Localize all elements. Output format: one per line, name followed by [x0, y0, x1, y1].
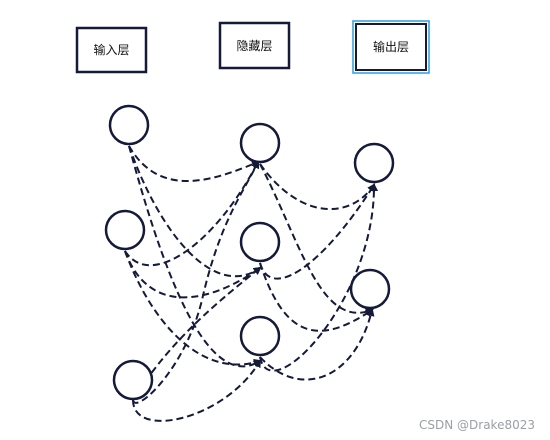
edge-input2-hidden2 — [124, 250, 262, 299]
hidden-node-1[interactable] — [239, 122, 281, 164]
edge-input3-hidden3 — [132, 359, 262, 422]
input-node-1[interactable] — [108, 104, 150, 146]
layer-box-output-selected[interactable]: 输出层 — [352, 20, 430, 74]
edge-hidden1-output1 — [259, 163, 376, 211]
layer-box-hidden[interactable]: 隐藏层 — [218, 21, 291, 70]
edge-input1-hidden3 — [128, 145, 262, 368]
output-node-2[interactable] — [349, 268, 391, 310]
edge-input2-hidden1 — [124, 160, 259, 267]
hidden-node-2[interactable] — [239, 221, 281, 263]
layer-label-input: 输入层 — [93, 42, 129, 57]
connections — [124, 145, 379, 422]
edge-input1-hidden2 — [128, 145, 262, 278]
layer-box-input[interactable]: 输入层 — [75, 26, 148, 74]
layer-label-output: 输出层 — [373, 39, 409, 54]
edge-hidden2-output1 — [259, 183, 376, 280]
edge-input1-hidden1 — [128, 145, 260, 182]
hidden-node-3[interactable] — [239, 315, 281, 357]
input-node-2[interactable] — [104, 209, 146, 251]
input-node-3[interactable] — [112, 359, 154, 401]
watermark: CSDN @Drake8023 — [419, 418, 535, 432]
output-node-1[interactable] — [353, 142, 395, 184]
edge-input2-hidden3 — [124, 250, 262, 367]
edge-hidden3-output1 — [259, 183, 379, 372]
edge-input3-hidden1 — [132, 160, 260, 404]
edge-hidden3-output2 — [259, 308, 375, 381]
edge-hidden1-output2 — [259, 163, 374, 316]
edge-hidden2-output2 — [259, 262, 374, 332]
layer-label-hidden: 隐藏层 — [236, 39, 272, 53]
